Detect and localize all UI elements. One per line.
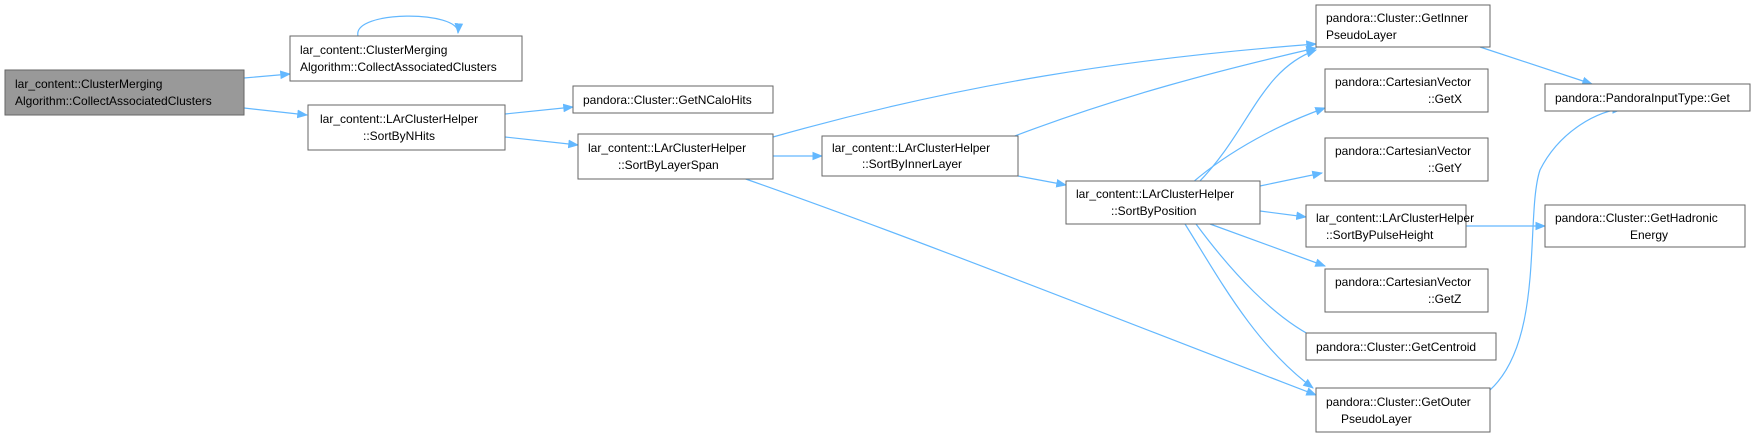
edge-sortbyposition-to-getouter — [1184, 223, 1314, 389]
node-sortbylayerspan-line-2: ::SortByLayerSpan — [618, 158, 719, 172]
edge-sortbyposition-to-getcentroid — [1195, 223, 1321, 341]
edge-sortbynhits-to-sortbylayerspan — [504, 136, 580, 149]
node-root[interactable]: lar_content::ClusterMerging Algorithm::C… — [4, 69, 245, 116]
node-sortbynhits-line-1: lar_content::LArClusterHelper — [320, 112, 478, 126]
node-getouter-line-2: PseudoLayer — [1341, 412, 1412, 426]
node-getouter-line-1: pandora::Cluster::GetOuter — [1326, 395, 1471, 409]
edge-sortbyposition-to-getinner — [1197, 49, 1318, 184]
edge-sortbylayerspan-to-getinner — [772, 40, 1318, 138]
edge-sortbynhits-to-getncalohits — [504, 103, 575, 115]
node-sortbyinnerlayer-line-1: lar_content::LArClusterHelper — [832, 141, 990, 155]
node-collect-line-1: lar_content::ClusterMerging — [300, 43, 447, 57]
node-getinner-line-1: pandora::Cluster::GetInner — [1326, 11, 1468, 25]
node-getz-line-1: pandora::CartesianVector — [1335, 275, 1471, 289]
node-collect-associated-clusters[interactable]: lar_content::ClusterMerging Algorithm::C… — [289, 35, 523, 82]
node-getcentroid-line-1: pandora::Cluster::GetCentroid — [1316, 340, 1476, 354]
edge-sortbyposition-to-sortbypulseheight — [1259, 210, 1308, 221]
node-get-ncalo-hits[interactable]: pandora::Cluster::GetNCaloHits — [572, 85, 774, 114]
node-sort-by-position[interactable]: lar_content::LArClusterHelper ::SortByPo… — [1065, 180, 1261, 225]
node-sort-by-inner-layer[interactable]: lar_content::LArClusterHelper ::SortByIn… — [821, 135, 1019, 177]
node-cartesian-get-z[interactable]: pandora::CartesianVector ::GetZ — [1324, 268, 1489, 313]
node-gethadronic-line-1: pandora::Cluster::GetHadronic — [1555, 211, 1718, 225]
node-gety-line-2: ::GetY — [1428, 161, 1462, 175]
node-get-outer-pseudo-layer[interactable]: pandora::Cluster::GetOuter PseudoLayer — [1315, 387, 1491, 433]
node-root-line-1: lar_content::ClusterMerging — [15, 77, 162, 91]
node-sortbypulseheight-line-1: lar_content::LArClusterHelper — [1316, 211, 1474, 225]
edge-root-to-collect — [243, 70, 292, 80]
node-get-inner-pseudo-layer[interactable]: pandora::Cluster::GetInner PseudoLayer — [1315, 4, 1491, 48]
node-getz-line-2: ::GetZ — [1428, 292, 1461, 306]
node-get-centroid[interactable]: pandora::Cluster::GetCentroid — [1305, 332, 1497, 361]
edge-getinner-to-pandorainputtype — [1479, 46, 1594, 86]
node-sortbypulseheight-line-2: ::SortByPulseHeight — [1326, 228, 1434, 242]
node-get-hadronic-energy[interactable]: pandora::Cluster::GetHadronic Energy — [1544, 204, 1746, 248]
node-gety-line-1: pandora::CartesianVector — [1335, 144, 1471, 158]
edge-sortbyposition-to-gety — [1259, 170, 1324, 187]
node-sortbyposition-line-1: lar_content::LArClusterHelper — [1076, 187, 1234, 201]
edge-root-to-sortbynhits — [243, 107, 309, 119]
node-getinner-line-2: PseudoLayer — [1326, 28, 1397, 42]
edge-sortbylayerspan-to-getouter — [739, 176, 1318, 396]
node-sort-by-pulse-height[interactable]: lar_content::LArClusterHelper ::SortByPu… — [1305, 204, 1474, 248]
node-sortbyinnerlayer-line-2: ::SortByInnerLayer — [862, 157, 962, 171]
node-collect-line-2: Algorithm::CollectAssociatedClusters — [300, 60, 497, 74]
edge-getouter-to-pandorainputtype — [1489, 105, 1624, 391]
node-sortbynhits-line-2: ::SortByNHits — [363, 129, 435, 143]
node-pandorainputtype-line-1: pandora::PandoraInputType::Get — [1555, 91, 1730, 105]
node-getx-line-1: pandora::CartesianVector — [1335, 75, 1471, 89]
node-sortbyposition-line-2: ::SortByPosition — [1111, 204, 1196, 218]
node-pandora-input-type-get[interactable]: pandora::PandoraInputType::Get — [1544, 83, 1751, 112]
edge-collect-self-loop — [357, 15, 464, 37]
edge-sortbyinnerlayer-to-getinner — [1011, 45, 1318, 138]
node-sort-by-nhits[interactable]: lar_content::LArClusterHelper ::SortByNH… — [307, 104, 506, 151]
node-getx-line-2: ::GetX — [1428, 92, 1462, 106]
node-cartesian-get-y[interactable]: pandora::CartesianVector ::GetY — [1324, 137, 1489, 182]
node-cartesian-get-x[interactable]: pandora::CartesianVector ::GetX — [1324, 68, 1489, 113]
edge-sortbyposition-to-getx — [1191, 107, 1327, 184]
edge-sortbyposition-to-getz — [1209, 223, 1327, 267]
node-sortbylayerspan-line-1: lar_content::LArClusterHelper — [588, 141, 746, 155]
node-getncalohits-line-1: pandora::Cluster::GetNCaloHits — [583, 93, 752, 107]
node-gethadronic-line-2: Energy — [1630, 228, 1668, 242]
edge-sortbyinnerlayer-to-sortbyposition — [1017, 175, 1068, 188]
node-root-line-2: Algorithm::CollectAssociatedClusters — [15, 94, 212, 108]
node-sort-by-layer-span[interactable]: lar_content::LArClusterHelper ::SortByLa… — [577, 133, 774, 180]
